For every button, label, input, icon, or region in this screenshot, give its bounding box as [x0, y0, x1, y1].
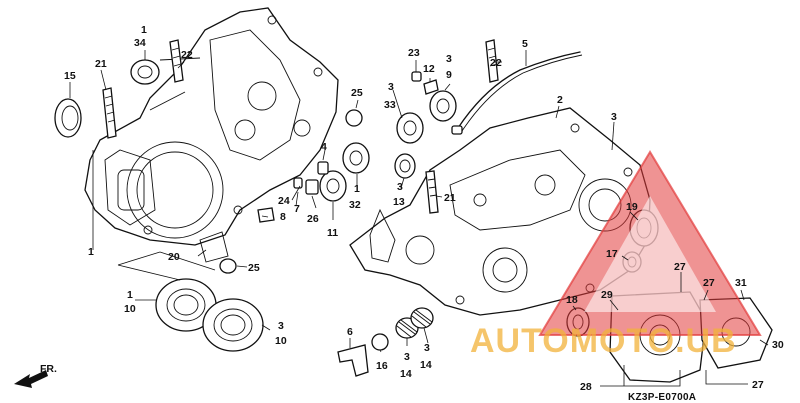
- callout-label: 3: [446, 53, 452, 65]
- stud-bolt-22-right: [485, 39, 499, 83]
- bracket-6: [337, 344, 369, 377]
- left-crankcase-half: [84, 7, 339, 246]
- callout-label: 21: [444, 192, 456, 204]
- callout-label: 11: [327, 227, 338, 239]
- callout-label: 33: [384, 99, 396, 111]
- diagram-code: KZ3P-E0700A: [628, 392, 696, 403]
- stud-bolt-22-left: [169, 39, 184, 83]
- dowel-25-center: [345, 109, 363, 127]
- callout-label: 3: [611, 111, 617, 123]
- o-ring-20: [199, 231, 229, 263]
- bolt-23: [411, 71, 422, 82]
- callout-label: 3: [397, 181, 403, 193]
- callout-label: 34: [134, 37, 146, 49]
- callout-label: 6: [347, 326, 353, 338]
- part-labels: 1 34 22 21 15 1 1 10 20 25 3 10 25 3 33 …: [64, 24, 784, 403]
- bearing-1-32: [342, 142, 370, 174]
- callout-label: 25: [351, 87, 363, 99]
- watermark-text: AUTOMOTO.UB: [470, 322, 737, 360]
- callout-label: 1: [127, 289, 133, 301]
- callout-label: 9: [446, 69, 452, 81]
- dowel-25-left: [219, 258, 237, 274]
- callout-label: 27: [674, 261, 686, 273]
- callout-label: 15: [64, 70, 76, 82]
- callout-label: 3: [424, 342, 430, 354]
- callout-label: 20: [168, 251, 180, 263]
- callout-label: 3: [388, 81, 394, 93]
- callout-label: 3: [278, 320, 284, 332]
- callout-label: 7: [294, 203, 300, 215]
- callout-label: 10: [275, 335, 287, 347]
- callout-label: 8: [280, 211, 286, 223]
- front-direction-arrow: FR.: [14, 363, 57, 388]
- bearing-11: [319, 170, 347, 202]
- oil-seal-15: [54, 98, 82, 138]
- callout-label: 1: [88, 246, 94, 258]
- drain-bolt-8: [257, 207, 275, 223]
- breather-tube-5: [451, 51, 583, 135]
- callout-label: 10: [124, 303, 136, 315]
- collar-16: [371, 333, 389, 351]
- callout-label: 24: [278, 195, 290, 207]
- callout-label: 26: [307, 213, 319, 225]
- clip-12: [423, 79, 439, 95]
- stud-bolt-21-left: [102, 87, 117, 139]
- part-7-24-26: [293, 177, 319, 195]
- callout-label: 18: [566, 294, 578, 306]
- watermark-logo: AUTOMOTO.UB: [470, 150, 762, 360]
- fr-label: FR.: [40, 363, 57, 375]
- fr-arrow-icon: [14, 370, 48, 388]
- crank-bearing-3-10: [202, 298, 264, 352]
- stud-bolt-21-center: [425, 170, 439, 214]
- callout-label: 31: [735, 277, 747, 289]
- callout-label: 19: [626, 201, 638, 213]
- leader-lines: [69, 50, 769, 387]
- callout-label: 2: [557, 94, 563, 106]
- oil-seal-3-13: [394, 153, 416, 179]
- callout-label: 29: [601, 289, 613, 301]
- callout-label: 27: [703, 277, 715, 289]
- callout-label: 25: [248, 262, 260, 274]
- callout-label: 30: [772, 339, 784, 351]
- callout-label: 22: [181, 49, 193, 61]
- callout-label: 4: [321, 141, 327, 153]
- callout-label: 1: [141, 24, 147, 36]
- bearing-3-9: [429, 90, 457, 122]
- callout-label: 21: [95, 58, 107, 70]
- needle-bearing-3-14-b: [410, 307, 434, 329]
- callout-label: 14: [400, 368, 412, 380]
- callout-label: 3: [404, 351, 410, 363]
- callout-label: 22: [490, 57, 502, 69]
- bearing-3-33: [396, 112, 424, 144]
- callout-label: 28: [580, 381, 592, 393]
- callout-label: 23: [408, 47, 420, 59]
- callout-label: 17: [606, 248, 618, 260]
- callout-label: 12: [423, 63, 435, 75]
- callout-label: 1: [354, 183, 360, 195]
- callout-label: 27: [752, 379, 764, 391]
- part-4: [317, 161, 329, 175]
- callout-label: 5: [522, 38, 528, 50]
- bearing-34: [130, 59, 160, 85]
- callout-label: 32: [349, 199, 361, 211]
- callout-label: 16: [376, 360, 388, 372]
- callout-label: 14: [420, 359, 432, 371]
- callout-label: 13: [393, 196, 405, 208]
